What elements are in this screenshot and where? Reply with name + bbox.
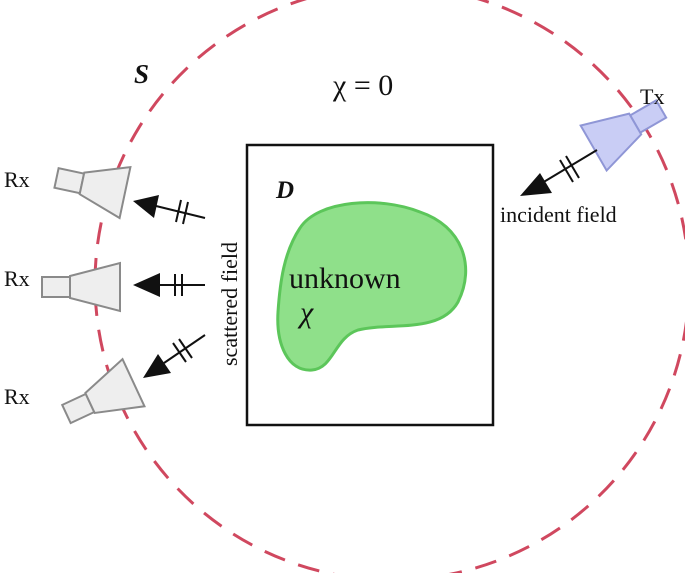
arrow-icon [133,273,160,297]
wave-tick-2 [565,155,580,179]
domain-label: D [275,177,294,204]
receiver-antenna-3 [60,357,146,425]
arrow-icon [133,195,159,218]
background-contrast-label: χ = 0 [332,69,393,102]
scattered-field-label: scattered field [217,242,242,366]
object-label-unknown: unknown [289,262,401,295]
horn-antenna-icon [84,357,146,415]
wave-tick-2 [178,338,193,359]
investigation-domain-box [245,143,495,427]
incident-field-arrow [520,149,598,196]
arrow-icon [143,354,171,378]
transmitter-label: Tx [640,84,664,109]
horn-antenna-icon [69,261,121,313]
horn-antenna-icon [579,112,643,173]
incident-field-label: incident field [500,202,617,227]
horn-antenna-icon [78,165,132,220]
receiver-label-3: Rx [4,384,30,409]
scattered-field-arrow-1 [133,195,206,225]
receiver-label-2: Rx [4,266,30,291]
surface-label: S [134,59,149,89]
arrow-icon [520,173,552,196]
receiver-antenna-1 [53,165,132,220]
wave-tick-1 [559,159,574,183]
wave-tick-1 [172,342,187,363]
receiver-label-1: Rx [4,167,30,192]
wave-tick-2 [182,201,189,225]
wave-tick-1 [175,199,182,223]
scattered-field-arrow-3 [143,334,206,378]
receiver-feed [41,276,71,298]
unknown-object-blob [276,201,468,372]
receiver-feed [53,167,86,195]
object-label-chi: χ [297,296,314,329]
receiver-antenna-2 [41,261,121,313]
scattered-field-arrow-2 [133,273,205,297]
transmitter-antenna [579,98,668,173]
